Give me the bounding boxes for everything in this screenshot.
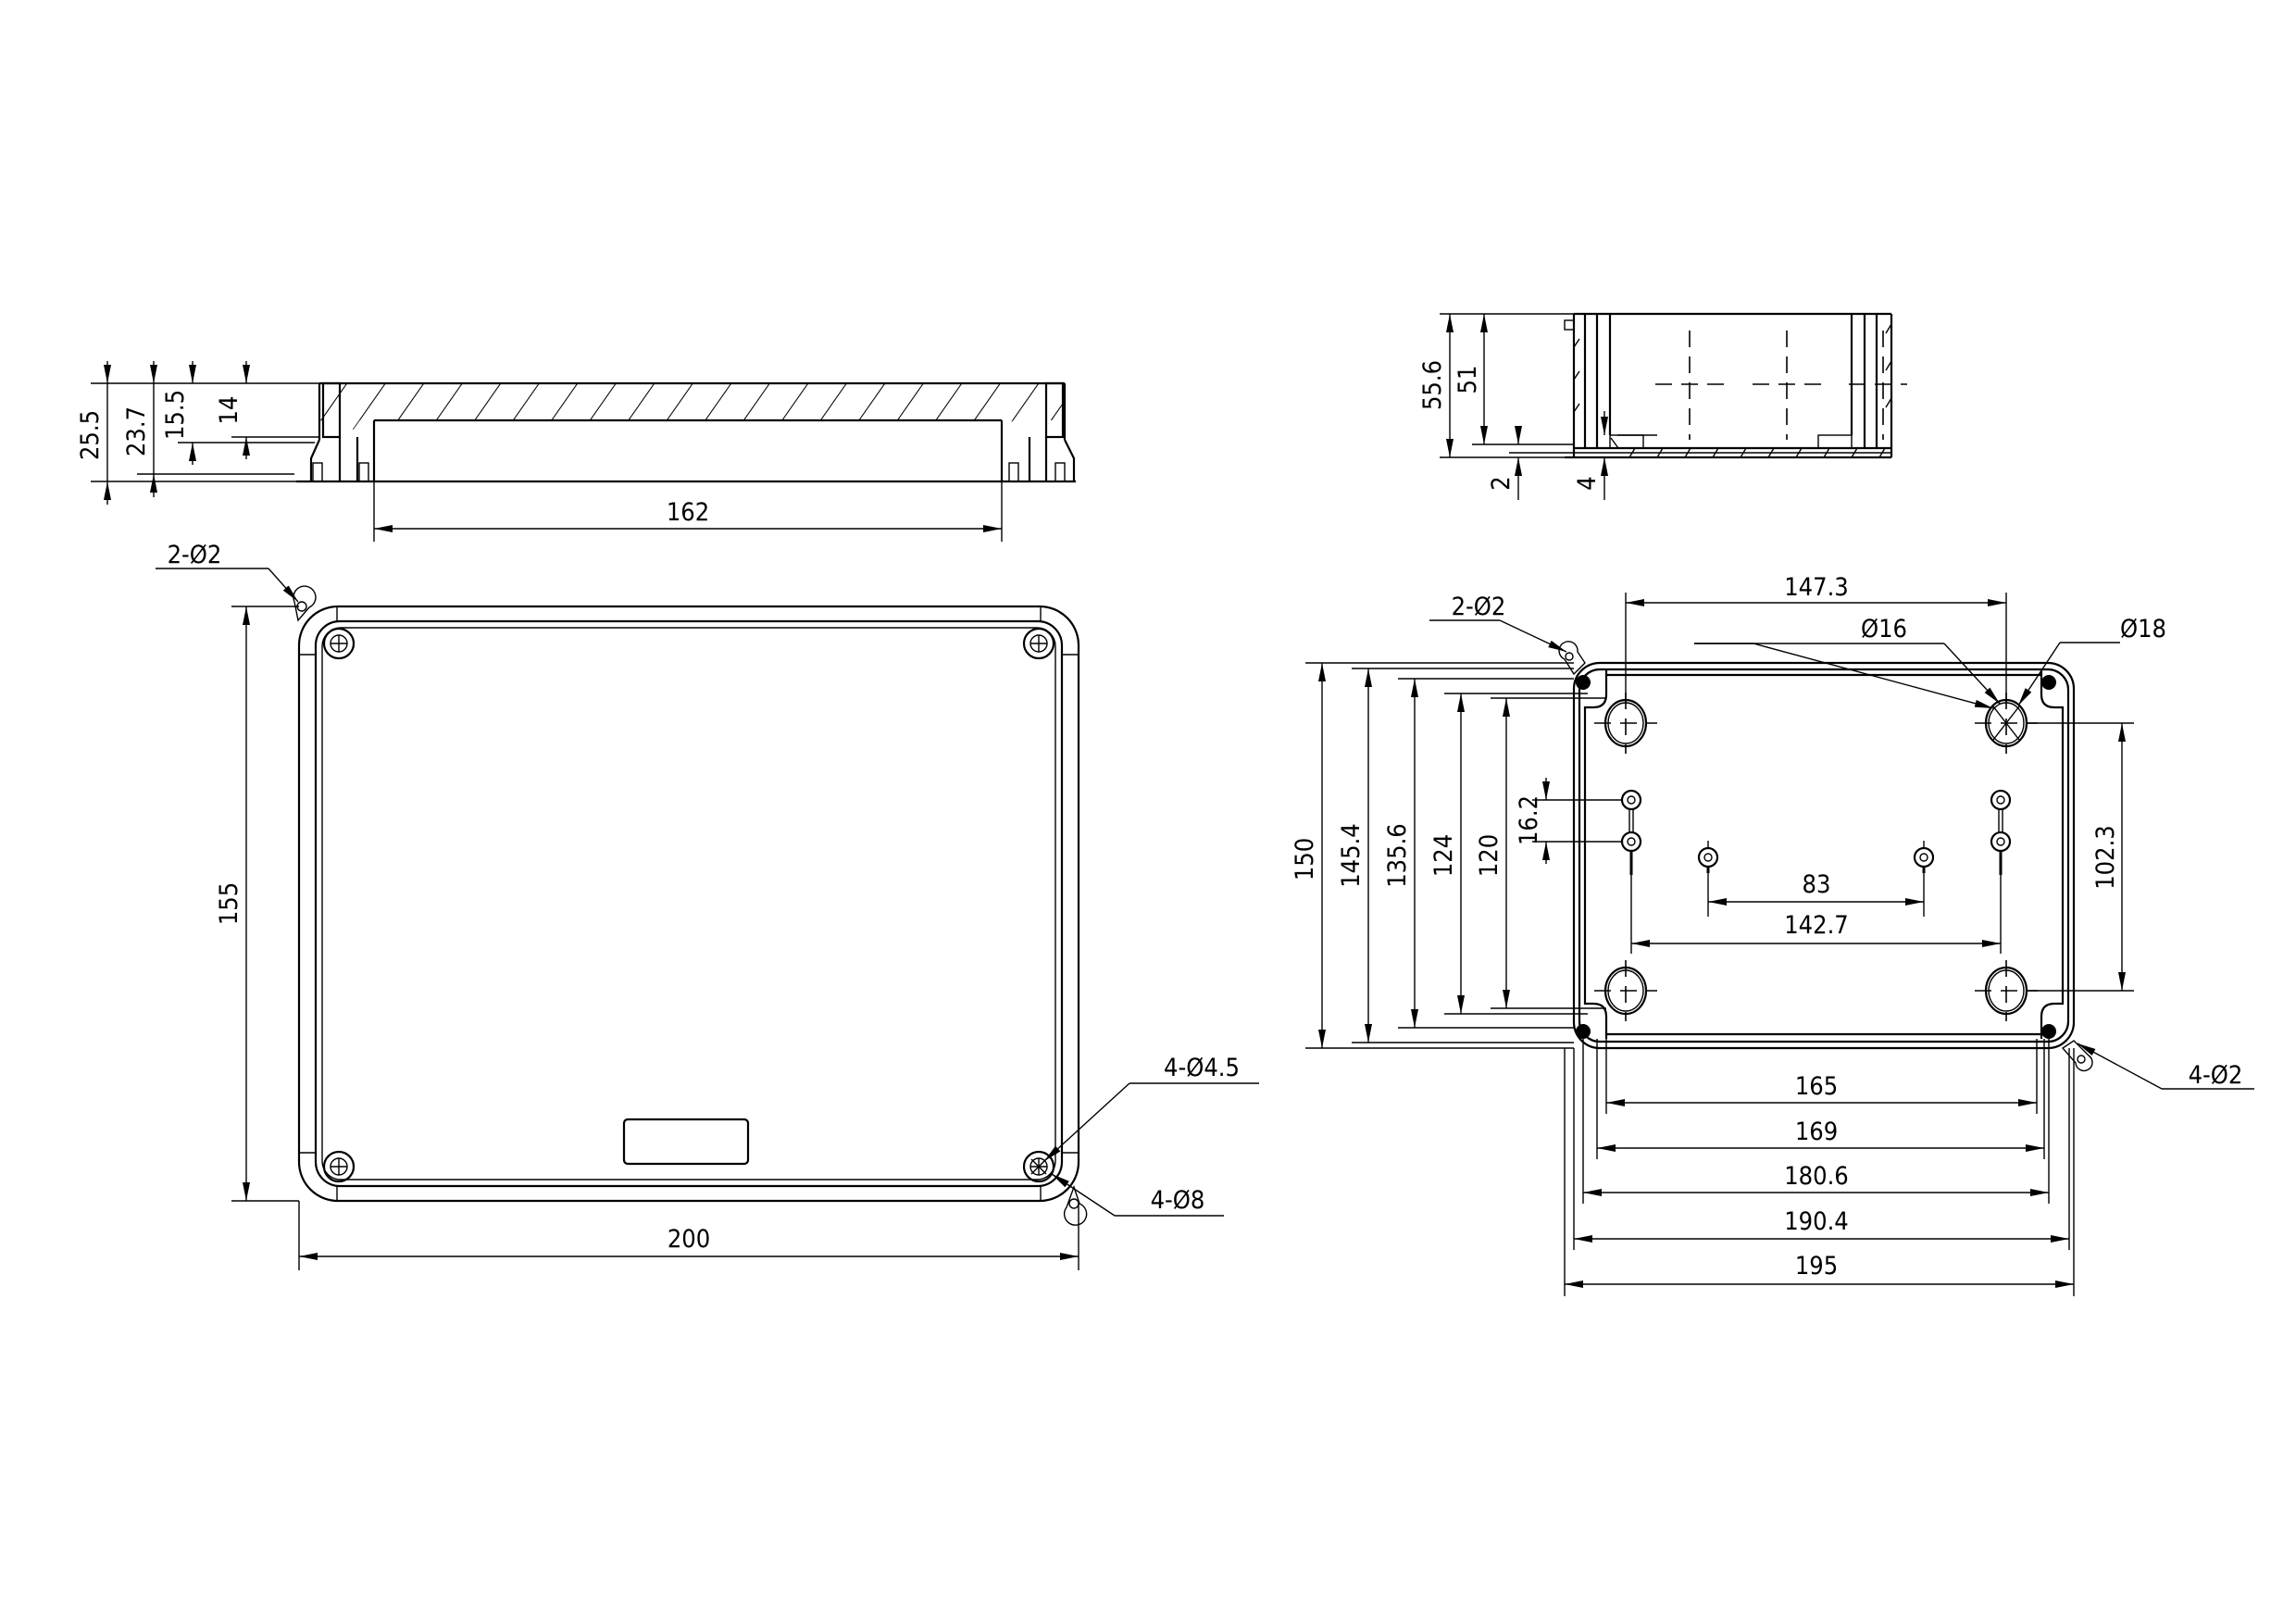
lid-section-view: 25.5 23.7 15.5 14 162 (76, 361, 1076, 542)
lid-top-view: 155 200 2-Ø2 4-Ø4.5 4-Ø8 (156, 541, 1259, 1270)
lid-screw-hole-br (1022, 1150, 1055, 1183)
dim-base-pitch-16-2: 16.2 (1515, 795, 1543, 845)
callout-knockout-small: Ø16 (1861, 615, 1907, 643)
base-top-view: 147.3 2-Ø2 Ø16 Ø18 4-Ø2 150 145.4 135.6 (1291, 573, 2254, 1296)
dim-base-mount-142-7: 142.7 (1784, 911, 1849, 940)
dim-base-hole-spacing-v: 102.3 (2091, 825, 2120, 890)
dim-base-height-145-4: 145.4 (1337, 823, 1366, 888)
lid-screw-hole-bl (322, 1150, 356, 1183)
mount-boss-pair-left (1620, 789, 1642, 875)
dim-lid-inner-width: 162 (667, 498, 709, 527)
dim-base-height-124: 124 (1429, 834, 1458, 877)
callout-knockout-large: Ø18 (2120, 615, 2166, 643)
mount-boss-center-right (1913, 841, 1935, 873)
dim-lid-height-23-7: 23.7 (122, 406, 151, 456)
dim-lid-height-15-5: 15.5 (161, 390, 190, 440)
base-corner-hole-br (2041, 1024, 2056, 1039)
dim-lid-height: 155 (215, 882, 243, 925)
dim-base-width-190-4: 190.4 (1784, 1207, 1849, 1236)
dim-base-hole-spacing-h: 147.3 (1784, 573, 1849, 602)
dim-base-height-150: 150 (1291, 838, 1319, 881)
callout-base-corner-hole: 4-Ø2 (2189, 1061, 2243, 1090)
mount-boss-center-left (1697, 841, 1719, 873)
base-corner-hole-bl (1576, 1024, 1591, 1039)
lid-screw-hole-tl (322, 627, 356, 660)
callout-base-hinge-hole: 2-Ø2 (1452, 593, 1506, 621)
dim-base-boss-height: 4 (1573, 476, 1602, 490)
hinge-lug-bottom-right (1063, 1184, 1088, 1226)
dim-base-width-195: 195 (1795, 1252, 1838, 1280)
base-corner-hole-tr (2041, 675, 2056, 690)
dim-base-width-169: 169 (1795, 1118, 1838, 1146)
base-hinge-lug-bottom-right (2061, 1040, 2093, 1072)
callout-lid-screw-hole: 4-Ø4.5 (1164, 1054, 1240, 1082)
mount-boss-pair-right (1990, 789, 2012, 875)
base-section-view: 55.6 51 2 4 (1418, 312, 1907, 500)
lid-screw-hole-tr (1022, 627, 1055, 660)
dim-base-floor: 2 (1487, 476, 1516, 490)
base-corner-hole-tl (1576, 675, 1591, 690)
base-hinge-lug-top-left (1558, 641, 1586, 676)
dim-base-total-height: 55.6 (1418, 360, 1447, 410)
dim-lid-height-14: 14 (215, 396, 243, 425)
dim-base-mount-83: 83 (1803, 870, 1831, 899)
dim-base-width-165: 165 (1795, 1072, 1838, 1101)
dim-base-width-180-6: 180.6 (1784, 1162, 1849, 1191)
callout-lid-boss: 4-Ø8 (1151, 1186, 1205, 1215)
dim-base-height-120: 120 (1475, 834, 1504, 877)
dim-lid-width: 200 (668, 1225, 710, 1254)
label-window (622, 1118, 750, 1166)
callout-lid-hinge-hole: 2-Ø2 (168, 541, 222, 569)
dim-lid-total-height: 25.5 (76, 410, 105, 460)
knockout-bottom-left (1594, 960, 1657, 1021)
knockout-bottom-right (1975, 960, 2038, 1021)
dim-base-height-135-6: 135.6 (1383, 823, 1412, 888)
dim-base-inner-height: 51 (1454, 366, 1482, 394)
